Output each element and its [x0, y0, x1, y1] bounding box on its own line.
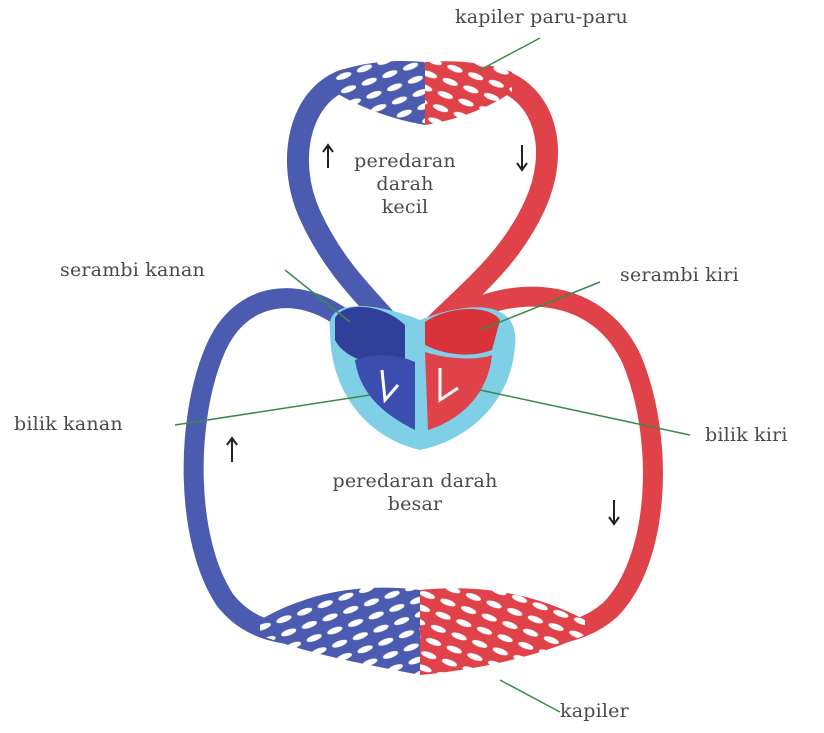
- arrow-up-pulmonary: [323, 145, 333, 168]
- lung-capillary-bed-red: [425, 61, 512, 125]
- label-left-atrium: serambi kiri: [620, 264, 739, 286]
- lung-capillary-bed-blue: [335, 61, 425, 125]
- label-lung-capillary: kapiler paru-paru: [455, 6, 628, 28]
- label-right-ventricle: bilik kanan: [14, 413, 123, 435]
- systemic-line-2: besar: [290, 493, 540, 516]
- systemic-line-1: peredaran darah: [290, 470, 540, 493]
- arrow-down-pulmonary: [517, 145, 527, 170]
- pulmonary-line-1: peredaran: [340, 150, 470, 173]
- label-right-atrium: serambi kanan: [60, 259, 205, 281]
- pulmonary-line-3: kecil: [340, 196, 470, 219]
- pulmonary-line-2: darah: [340, 173, 470, 196]
- leader-left-ventricle: [480, 390, 690, 435]
- label-pulmonary-circulation: peredaran darah kecil: [340, 150, 470, 219]
- label-systemic-circulation: peredaran darah besar: [290, 470, 540, 516]
- label-body-capillary: kapiler: [560, 700, 629, 722]
- body-capillary-bed-red: [420, 588, 585, 675]
- leader-lung-capillary: [480, 38, 540, 70]
- arrow-down-systemic: [609, 500, 619, 524]
- arrow-up-systemic: [227, 438, 237, 462]
- body-capillary-bed-blue: [260, 588, 420, 675]
- leader-body-capillary: [500, 680, 560, 712]
- label-left-ventricle: bilik kiri: [705, 424, 788, 446]
